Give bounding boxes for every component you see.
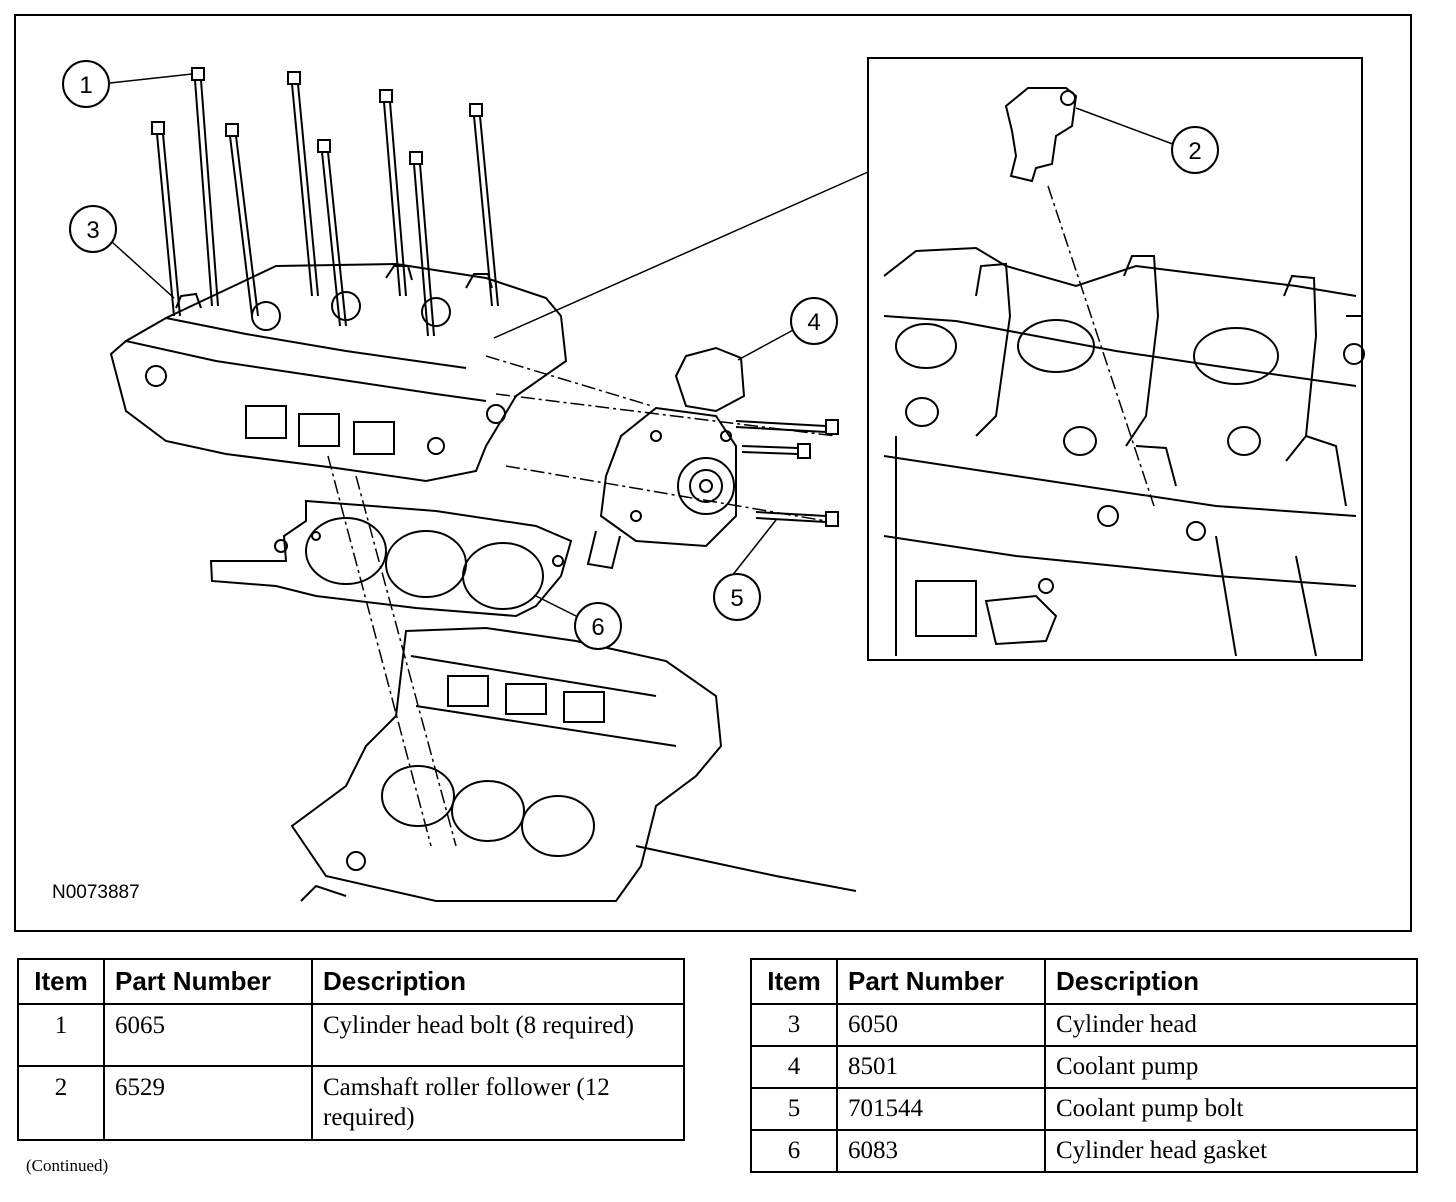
table-row: 5 701544 Coolant pump bolt	[750, 1087, 1418, 1131]
cell-description: Coolant pump bolt	[1044, 1087, 1418, 1131]
cell-item: 6	[750, 1129, 838, 1173]
cell-description: Cylinder head	[1044, 1003, 1418, 1047]
bolt	[409, 151, 435, 337]
callout-label: 1	[79, 72, 92, 99]
cell-item: 5	[750, 1087, 838, 1131]
callout-label: 3	[86, 217, 99, 244]
coolant-pump	[586, 346, 746, 570]
callout-6: 6	[574, 602, 622, 650]
parts-table-left: Item Part Number Description 1 6065 Cyli…	[17, 958, 685, 1141]
bolt	[317, 139, 347, 327]
header-item: Item	[750, 958, 838, 1005]
cell-description: Cylinder head gasket	[1044, 1129, 1418, 1173]
cylinder-head	[109, 262, 568, 483]
cell-description: Camshaft roller follower (12 required)	[311, 1065, 685, 1141]
cylinder-head-gasket	[209, 499, 573, 618]
camshaft-roller-follower	[1004, 87, 1078, 183]
cell-item: 4	[750, 1045, 838, 1089]
cell-part-number: 701544	[836, 1087, 1046, 1131]
callout-1: 1	[62, 60, 110, 108]
cell-item: 1	[17, 1003, 105, 1067]
engine-illustration: 1 2 3 4 5 6	[62, 57, 1365, 902]
bolt	[287, 71, 319, 297]
cell-part-number: 8501	[836, 1045, 1046, 1089]
engine-block	[290, 626, 857, 902]
cell-description: Cylinder head bolt (8 required)	[311, 1003, 685, 1067]
cell-description: Coolant pump	[1044, 1045, 1418, 1089]
parts-table-right: Item Part Number Description 3 6050 Cyli…	[750, 958, 1418, 1173]
table-row: 1 6065 Cylinder head bolt (8 required)	[17, 1003, 685, 1067]
bolt	[225, 123, 259, 317]
callout-4: 4	[790, 297, 838, 345]
callout-3: 3	[69, 205, 117, 253]
alignment-lines	[327, 185, 1155, 847]
inset-cylinder-head-detail	[883, 87, 1365, 657]
callout-label: 5	[730, 585, 743, 612]
header-description: Description	[1044, 958, 1418, 1005]
callout-leaders	[109, 73, 1179, 618]
cell-part-number: 6083	[836, 1129, 1046, 1173]
callouts: 1 2 3 4 5 6	[62, 60, 1219, 650]
header-item: Item	[17, 958, 105, 1005]
header-part-number: Part Number	[103, 958, 313, 1005]
exploded-view-figure: 1 2 3 4 5 6 N0073887	[14, 14, 1412, 932]
cell-item: 2	[17, 1065, 105, 1141]
callout-2: 2	[1171, 126, 1219, 174]
bolt	[191, 67, 219, 307]
cell-part-number: 6050	[836, 1003, 1046, 1047]
inset-leader	[493, 171, 869, 339]
continued-note: (Continued)	[26, 1156, 109, 1175]
callout-label: 2	[1188, 138, 1201, 165]
callout-5: 5	[713, 573, 761, 621]
bolt	[151, 121, 181, 317]
table-row: 3 6050 Cylinder head	[750, 1003, 1418, 1047]
callout-label: 6	[591, 614, 604, 641]
table-header-row: Item Part Number Description	[17, 958, 685, 1005]
header-part-number: Part Number	[836, 958, 1046, 1005]
table-row: 2 6529 Camshaft roller follower (12 requ…	[17, 1065, 685, 1141]
table-header-row: Item Part Number Description	[750, 958, 1418, 1005]
table-row: 4 8501 Coolant pump	[750, 1045, 1418, 1089]
cell-item: 3	[750, 1003, 838, 1047]
table-row: 6 6083 Cylinder head gasket	[750, 1129, 1418, 1173]
inset-frame	[867, 57, 1363, 661]
cylinder-head-bolts	[151, 67, 499, 337]
header-description: Description	[311, 958, 685, 1005]
cell-part-number: 6529	[103, 1065, 313, 1141]
figure-id: N0073887	[52, 882, 140, 903]
coolant-pump-bolts	[735, 419, 839, 527]
callout-label: 4	[807, 309, 820, 336]
cell-part-number: 6065	[103, 1003, 313, 1067]
